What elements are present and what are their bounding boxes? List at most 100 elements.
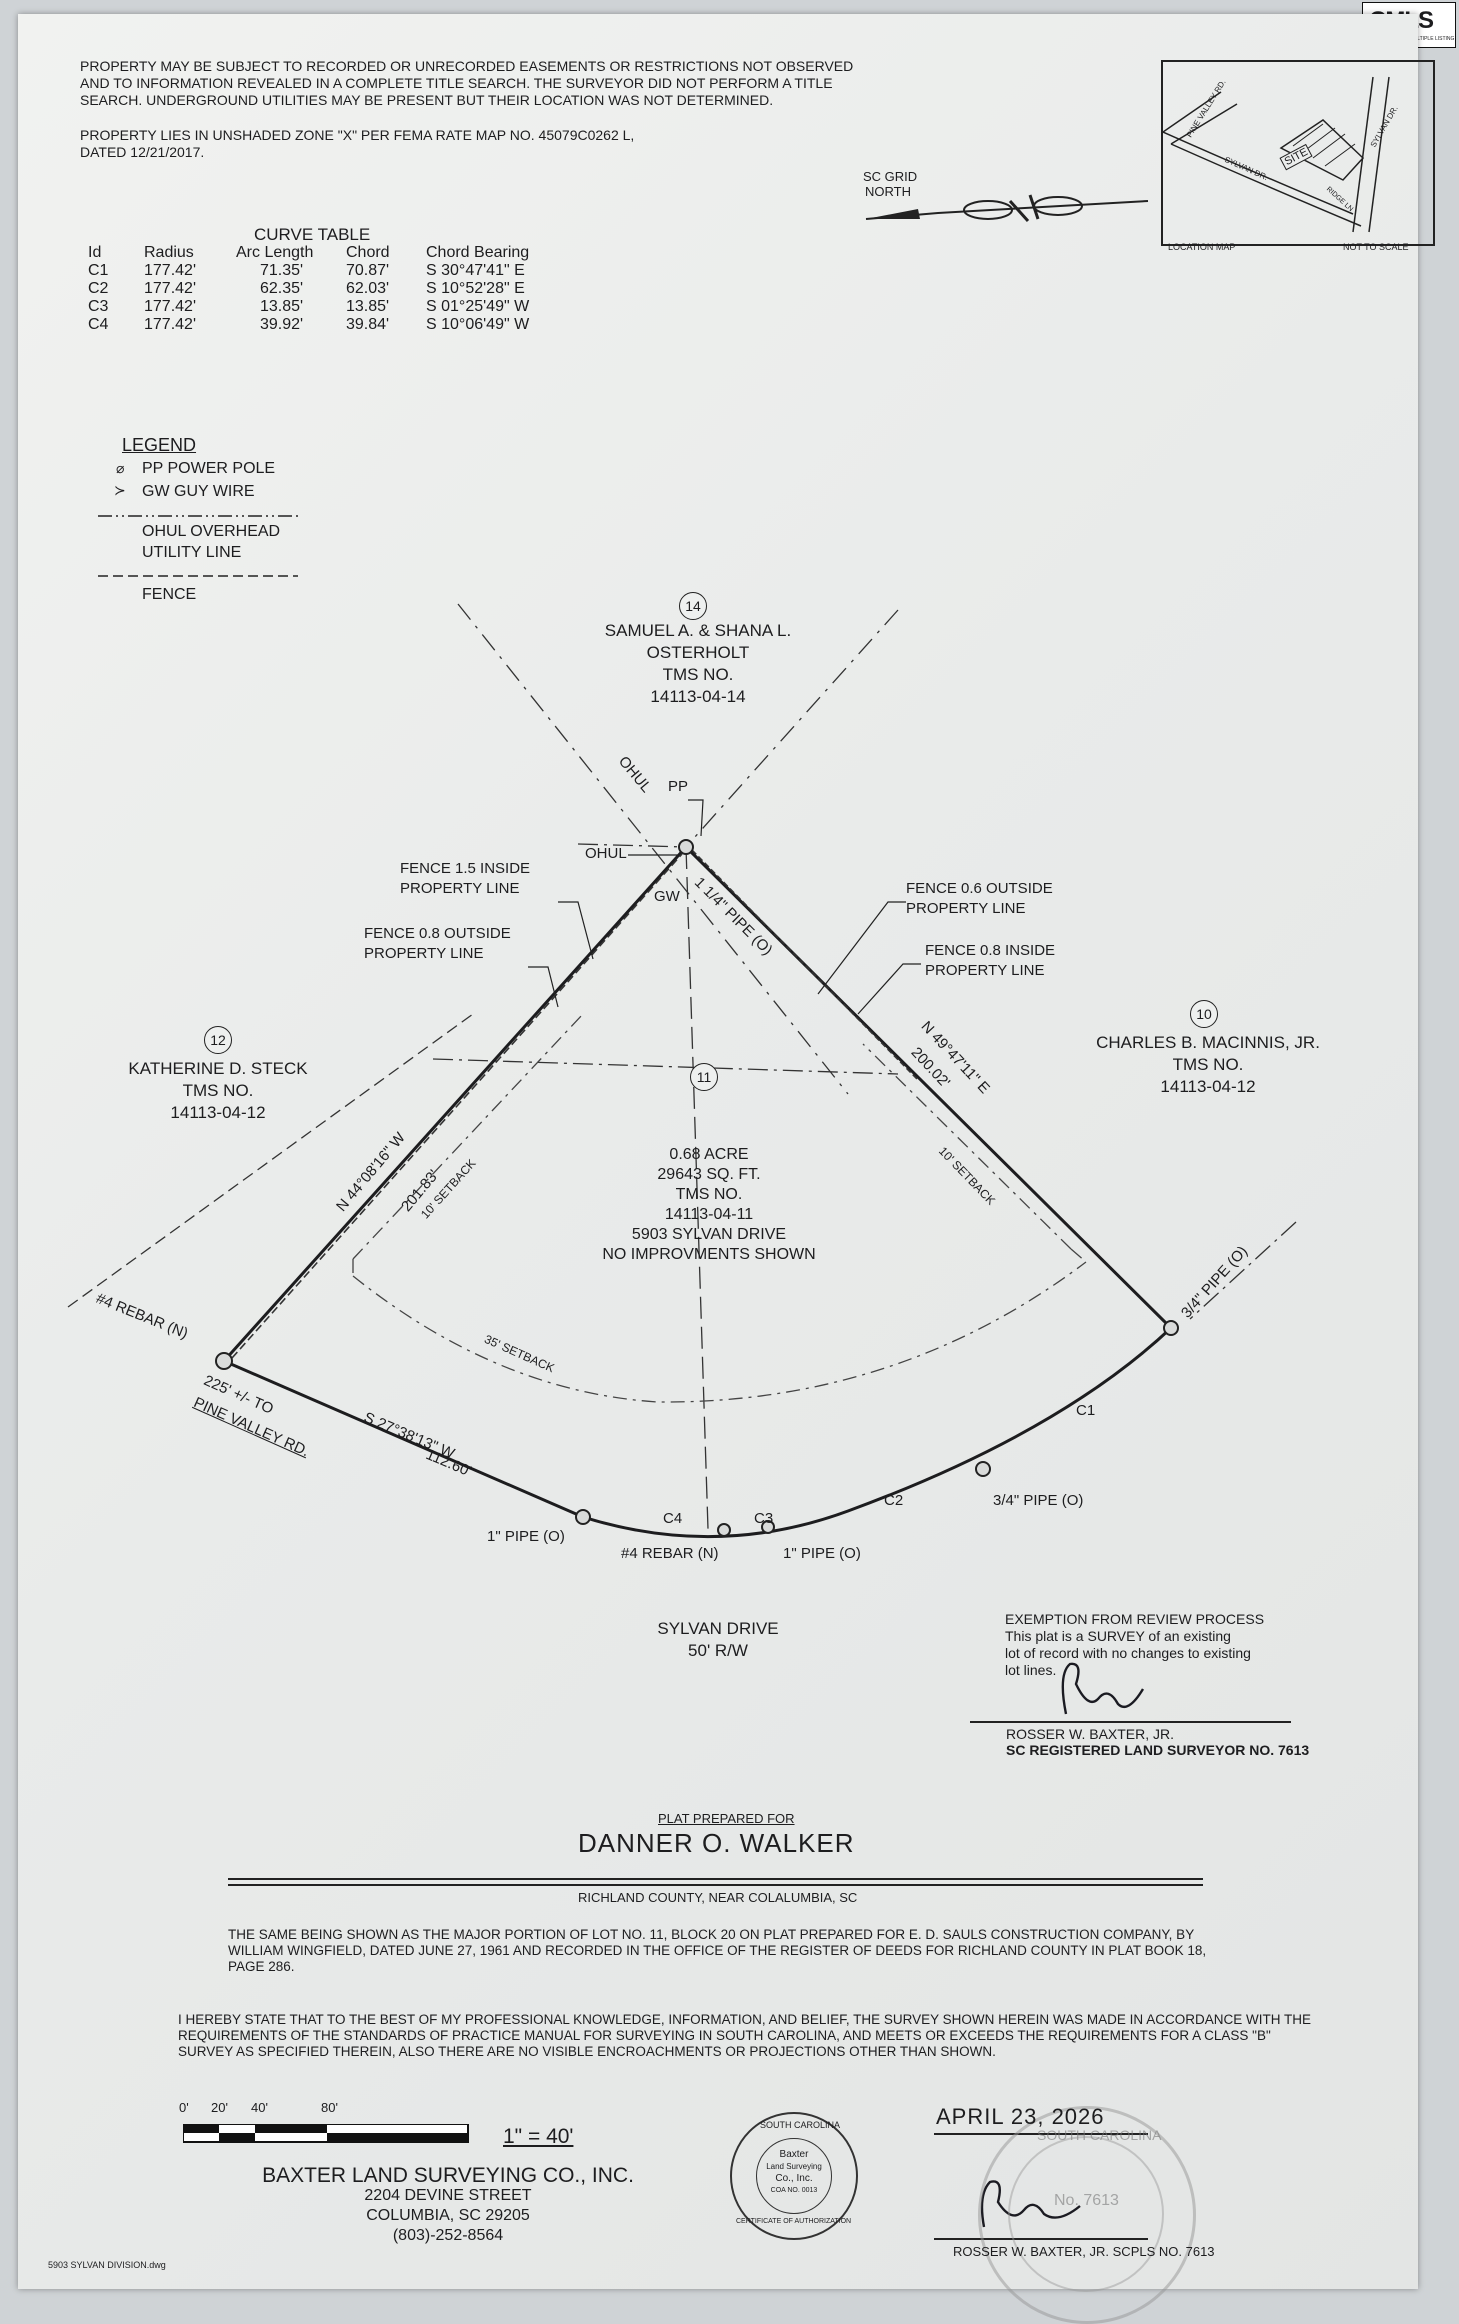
leader-lines bbox=[528, 799, 921, 1015]
street-block: SYLVAN DRIVE 50' R/W bbox=[618, 1618, 818, 1662]
rebar-south-label: #4 REBAR (N) bbox=[621, 1545, 719, 1562]
company-phone: (803)-252-8564 bbox=[392, 2227, 504, 2244]
table-row: C4 177.42' 39.92' 39.84' S 10°06'49" W bbox=[88, 316, 541, 334]
ohul-line-ne bbox=[685, 609, 899, 848]
scale-tick-80: 80' bbox=[321, 2100, 338, 2115]
title-search-note: PROPERTY MAY BE SUBJECT TO RECORDED OR U… bbox=[80, 58, 854, 108]
setback-lines bbox=[352, 1013, 1087, 1403]
ne-boundary-line bbox=[684, 845, 1173, 1330]
seal-state: SOUTH CAROLINA bbox=[760, 2120, 841, 2130]
north-arrow-line1: SC GRID bbox=[863, 169, 918, 184]
location-map-scale-note: NOT TO SCALE bbox=[1343, 242, 1409, 252]
plat-description: THE SAME BEING SHOWN AS THE MAJOR PORTIO… bbox=[228, 1927, 1207, 1974]
property-boundary bbox=[222, 845, 1173, 1539]
location-map: PINE VALLEY RD. SYLVAN DR. SYLVAN DR. SI… bbox=[1161, 60, 1435, 246]
curve-header-id: Id bbox=[88, 244, 102, 261]
table-cell: 39.84' bbox=[346, 316, 390, 333]
table-cell: 13.85' bbox=[260, 298, 304, 315]
pipe-marker-top bbox=[678, 839, 694, 855]
scale-tick-40: 40' bbox=[251, 2100, 268, 2115]
table-cell: C1 bbox=[88, 262, 109, 279]
north-owner-name2: OSTERHOLT bbox=[646, 643, 750, 662]
lot-tms: TMS NO. bbox=[675, 1186, 743, 1203]
surveyor-stamp-inner: No. 7613 bbox=[1008, 2136, 1164, 2292]
cross-ohul-line bbox=[432, 1058, 899, 1075]
ohul-line-symbol bbox=[98, 515, 298, 517]
table-cell: C2 bbox=[88, 280, 109, 297]
seal-line3: Co., Inc. bbox=[775, 2173, 813, 2184]
seal-bottom-text: CERTIFICATE OF AUTHORIZATION bbox=[736, 2218, 852, 2225]
nw-boundary-line bbox=[222, 845, 688, 1363]
table-cell: S 01°25'49" W bbox=[426, 298, 530, 315]
table-row: C1 177.42' 71.35' 70.87' S 30°47'41" E bbox=[88, 262, 541, 280]
table-cell: 177.42' bbox=[144, 262, 196, 279]
exemption-line3: lot lines. bbox=[1005, 1662, 1057, 1678]
pipe-c4-label: 1" PIPE (O) bbox=[487, 1528, 565, 1545]
curve-header-arc: Arc Length bbox=[236, 244, 314, 261]
pp-label: PP bbox=[668, 778, 689, 795]
table-cell: S 10°06'49" W bbox=[426, 316, 530, 333]
curve-header-bearing: Chord Bearing bbox=[426, 244, 530, 261]
lot-improvements: NO IMPROVMENTS SHOWN bbox=[602, 1246, 816, 1263]
exemption-signer: ROSSER W. BAXTER, JR. bbox=[1006, 1726, 1175, 1742]
street-row: 50' R/W bbox=[688, 1641, 748, 1660]
west-setback bbox=[352, 1013, 584, 1260]
general-notes: PROPERTY MAY BE SUBJECT TO RECORDED OR U… bbox=[80, 58, 880, 179]
front-setback bbox=[352, 1261, 1087, 1403]
scale-bar-graphic bbox=[182, 2123, 469, 2143]
fence15-leader bbox=[558, 901, 594, 960]
north-owner-block: SAMUEL A. & SHANA L. OSTERHOLT TMS NO. 1… bbox=[558, 620, 838, 708]
rebar-marker-west bbox=[215, 1352, 233, 1370]
east-setback-tick bbox=[1070, 1248, 1087, 1263]
surveyor-certification: I HEREBY STATE THAT TO THE BEST OF MY PR… bbox=[178, 2012, 1311, 2059]
curve-c2-label: C2 bbox=[884, 1492, 904, 1509]
curve-c3-label: C3 bbox=[754, 1510, 774, 1527]
stamp-number: No. 7613 bbox=[1054, 2192, 1119, 2209]
company-city: COLUMBIA, SC 29205 bbox=[366, 2207, 530, 2224]
legend-title: LEGEND bbox=[122, 435, 197, 455]
west-owner-name: KATHERINE D. STECK bbox=[128, 1059, 308, 1078]
fence08o-label1: FENCE 0.8 OUTSIDE bbox=[364, 925, 511, 942]
east-owner-name: CHARLES B. MACINNIS, JR. bbox=[1096, 1033, 1320, 1052]
fence06-label2: PROPERTY LINE bbox=[906, 900, 1026, 917]
street-name: SYLVAN DRIVE bbox=[657, 1619, 779, 1638]
curve-table-header-row: Id Radius Arc Length Chord Chord Bearing bbox=[88, 244, 541, 262]
curve-header-radius: Radius bbox=[144, 244, 194, 261]
table-cell: 70.87' bbox=[346, 262, 390, 279]
prepared-for-label: PLAT PREPARED FOR bbox=[658, 1811, 795, 1826]
lot-sqft: 29643 SQ. FT. bbox=[657, 1166, 761, 1183]
curve-c4-label: C4 bbox=[663, 1510, 683, 1527]
ohul-horizontal bbox=[577, 843, 687, 848]
fence-lines bbox=[231, 849, 919, 1359]
table-cell: 177.42' bbox=[144, 316, 196, 333]
fence08i-label2: PROPERTY LINE bbox=[925, 962, 1045, 979]
lot-area: 0.68 ACRE bbox=[669, 1146, 749, 1163]
curve-table-title: CURVE TABLE bbox=[254, 225, 371, 244]
seal-coa: COA NO. 0013 bbox=[770, 2187, 818, 2194]
graphic-scale: 0' 20' 40' 80' bbox=[179, 2100, 473, 2149]
west-owner-block: KATHERINE D. STECK TMS NO. 14113-04-12 bbox=[98, 1058, 338, 1124]
center-dashed-line bbox=[685, 846, 709, 1530]
table-cell: S 10°52'28" E bbox=[426, 280, 525, 297]
fence06-leader bbox=[817, 901, 906, 995]
exemption-line1: This plat is a SURVEY of an existing bbox=[1005, 1628, 1231, 1644]
pipe-c2-label: 3/4" PIPE (O) bbox=[993, 1492, 1084, 1509]
seal-line1: Baxter bbox=[779, 2149, 809, 2160]
seal-inner: Baxter Land Surveying Co., Inc. COA NO. … bbox=[756, 2138, 832, 2214]
table-cell: 177.42' bbox=[144, 280, 196, 297]
fence-line-symbol bbox=[98, 575, 298, 577]
table-cell: S 30°47'41" E bbox=[426, 262, 525, 279]
table-row: C3 177.42' 13.85' 13.85' S 01°25'49" W bbox=[88, 298, 541, 316]
table-cell: C4 bbox=[88, 316, 109, 333]
power-pole-icon: ⌀ bbox=[116, 460, 125, 476]
lot-number-11: 11 bbox=[690, 1063, 718, 1091]
north-owner-tms: TMS NO. bbox=[662, 665, 734, 684]
exemption-line2: lot of record with no changes to existin… bbox=[1005, 1645, 1251, 1661]
curve-header-chord: Chord bbox=[346, 244, 390, 261]
lot-number-12: 12 bbox=[204, 1026, 232, 1054]
surveyor-name-license: ROSSER W. BAXTER, JR. SCPLS NO. 7613 bbox=[953, 2244, 1215, 2259]
location-map-drawing bbox=[1162, 76, 1390, 233]
north-arrow-icon bbox=[865, 194, 1149, 223]
pipe-marker-c4 bbox=[575, 1509, 591, 1525]
legend-ohul-label2: UTILITY LINE bbox=[142, 544, 242, 561]
